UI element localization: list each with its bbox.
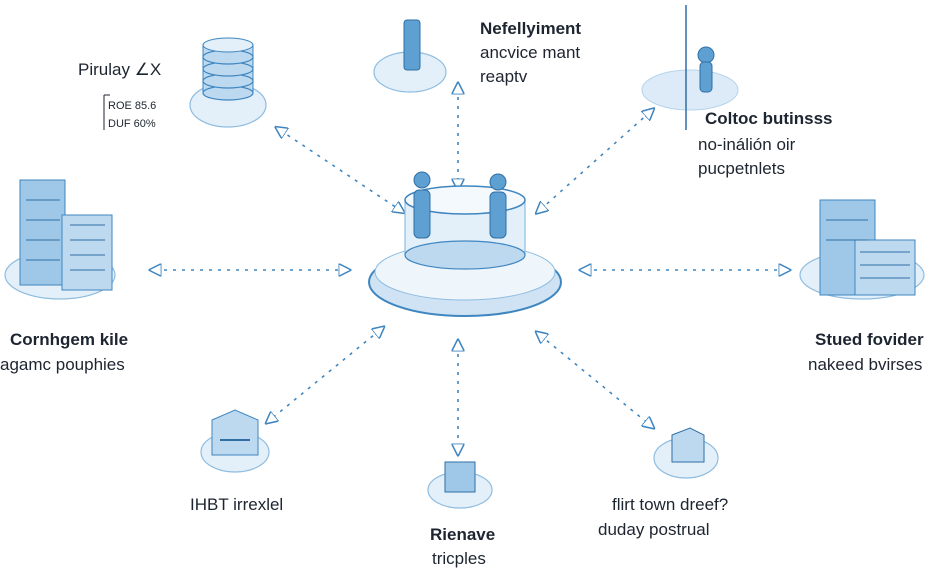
module-node — [200, 409, 270, 473]
box-node — [427, 461, 493, 509]
person-icon — [413, 171, 431, 239]
top-right-line: no-inálión oir — [698, 135, 796, 154]
central-hub — [368, 171, 562, 317]
metric-line: ROE 85.6 — [108, 100, 156, 112]
device-node — [373, 19, 447, 93]
metric-line: DUF 60% — [108, 118, 156, 130]
metric-bracket — [103, 94, 110, 130]
person-icon — [489, 173, 507, 239]
connectors — [155, 88, 785, 450]
top-right-line: pucpetnlets — [698, 159, 785, 178]
bottom-title: Rienave — [430, 525, 495, 544]
left-node-line: agamc pouphies — [0, 355, 125, 374]
top-node-line: ancvice mant — [480, 43, 580, 62]
connector-bottom-left — [270, 330, 380, 420]
server-node — [799, 199, 925, 300]
bottom-left-label: IHBT irrexlel — [190, 495, 283, 514]
server-node — [4, 179, 116, 300]
connector-top-right — [540, 112, 650, 210]
metric-title: Pirulay ∠X — [78, 60, 161, 79]
connector-bottom-right — [540, 335, 650, 425]
top-node-title: Nefellyiment — [480, 19, 581, 38]
bottom-right-line: duday postrual — [598, 520, 710, 539]
top-right-title: Coltoc butinsss — [705, 109, 833, 128]
box-node — [653, 427, 719, 479]
bottom-right-line: flirt town dreef? — [612, 495, 728, 514]
right-node-title: Stued fovider — [815, 330, 924, 349]
bottom-line: tricples — [432, 549, 486, 568]
connector-top-left — [280, 130, 400, 210]
right-node-line: nakeed bvirses — [808, 355, 922, 374]
left-node-title: Cornhgem kile — [10, 330, 128, 349]
user-node — [641, 5, 739, 130]
top-node-line: reaptv — [480, 67, 528, 86]
database-node — [189, 37, 267, 128]
